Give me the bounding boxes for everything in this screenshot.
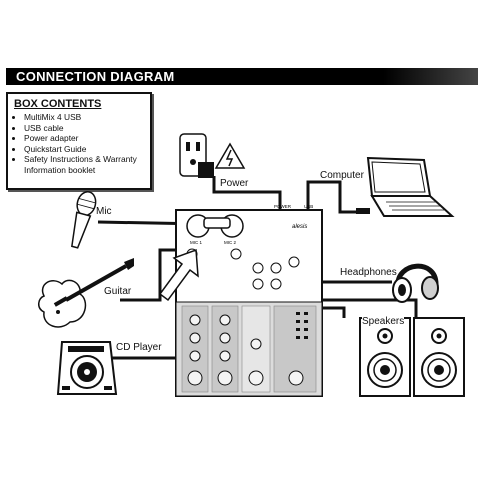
box-contents: BOX CONTENTS MultiMix 4 USB USB cable Po… — [6, 92, 152, 190]
list-item: USB cable — [24, 123, 150, 134]
guitar-cable — [120, 248, 186, 302]
mic-plug — [203, 217, 231, 229]
cd-player-label: CD Player — [116, 342, 162, 353]
arrow-icon — [158, 248, 199, 302]
mixer-brand: alesis — [292, 224, 307, 230]
usb-cable — [306, 180, 358, 214]
power-cable — [212, 176, 282, 210]
port-usb-label: USB — [304, 204, 313, 209]
list-item: Quickstart Guide — [24, 144, 150, 155]
cd-player-icon — [56, 341, 118, 395]
laptop-icon — [356, 156, 455, 217]
list-item: MultiMix 4 USB — [24, 112, 150, 123]
mic-label: Mic — [96, 206, 112, 217]
computer-label: Computer — [320, 170, 364, 181]
port-power-label: POWER — [274, 204, 292, 209]
box-contents-heading: BOX CONTENTS — [14, 98, 102, 110]
power-outlet-icon — [179, 133, 214, 178]
microphone-icon — [71, 191, 97, 249]
guitar-icon — [38, 258, 134, 328]
box-contents-list: MultiMix 4 USB USB cable Power adapter Q… — [12, 112, 150, 176]
mic2-label: MIC 2 — [224, 240, 236, 245]
warning-icon — [214, 142, 246, 169]
title-bar: CONNECTION DIAGRAM — [6, 68, 478, 85]
mic1-label: MIC 1 — [190, 240, 202, 245]
list-item: Power adapter — [24, 133, 150, 144]
list-item: Safety Instructions & Warranty Informati… — [24, 154, 150, 175]
speaker-icon — [359, 317, 411, 397]
power-label: Power — [220, 178, 249, 189]
headphones-icon — [392, 263, 439, 303]
mixer: POWER USB alesis MIC 1 MIC 2 — [175, 204, 323, 397]
guitar-label: Guitar — [104, 286, 132, 297]
headphones-label: Headphones — [340, 267, 397, 278]
diagram-title: CONNECTION DIAGRAM — [16, 69, 175, 84]
speaker-icon — [413, 317, 465, 397]
speakers-label: Speakers — [362, 316, 405, 327]
